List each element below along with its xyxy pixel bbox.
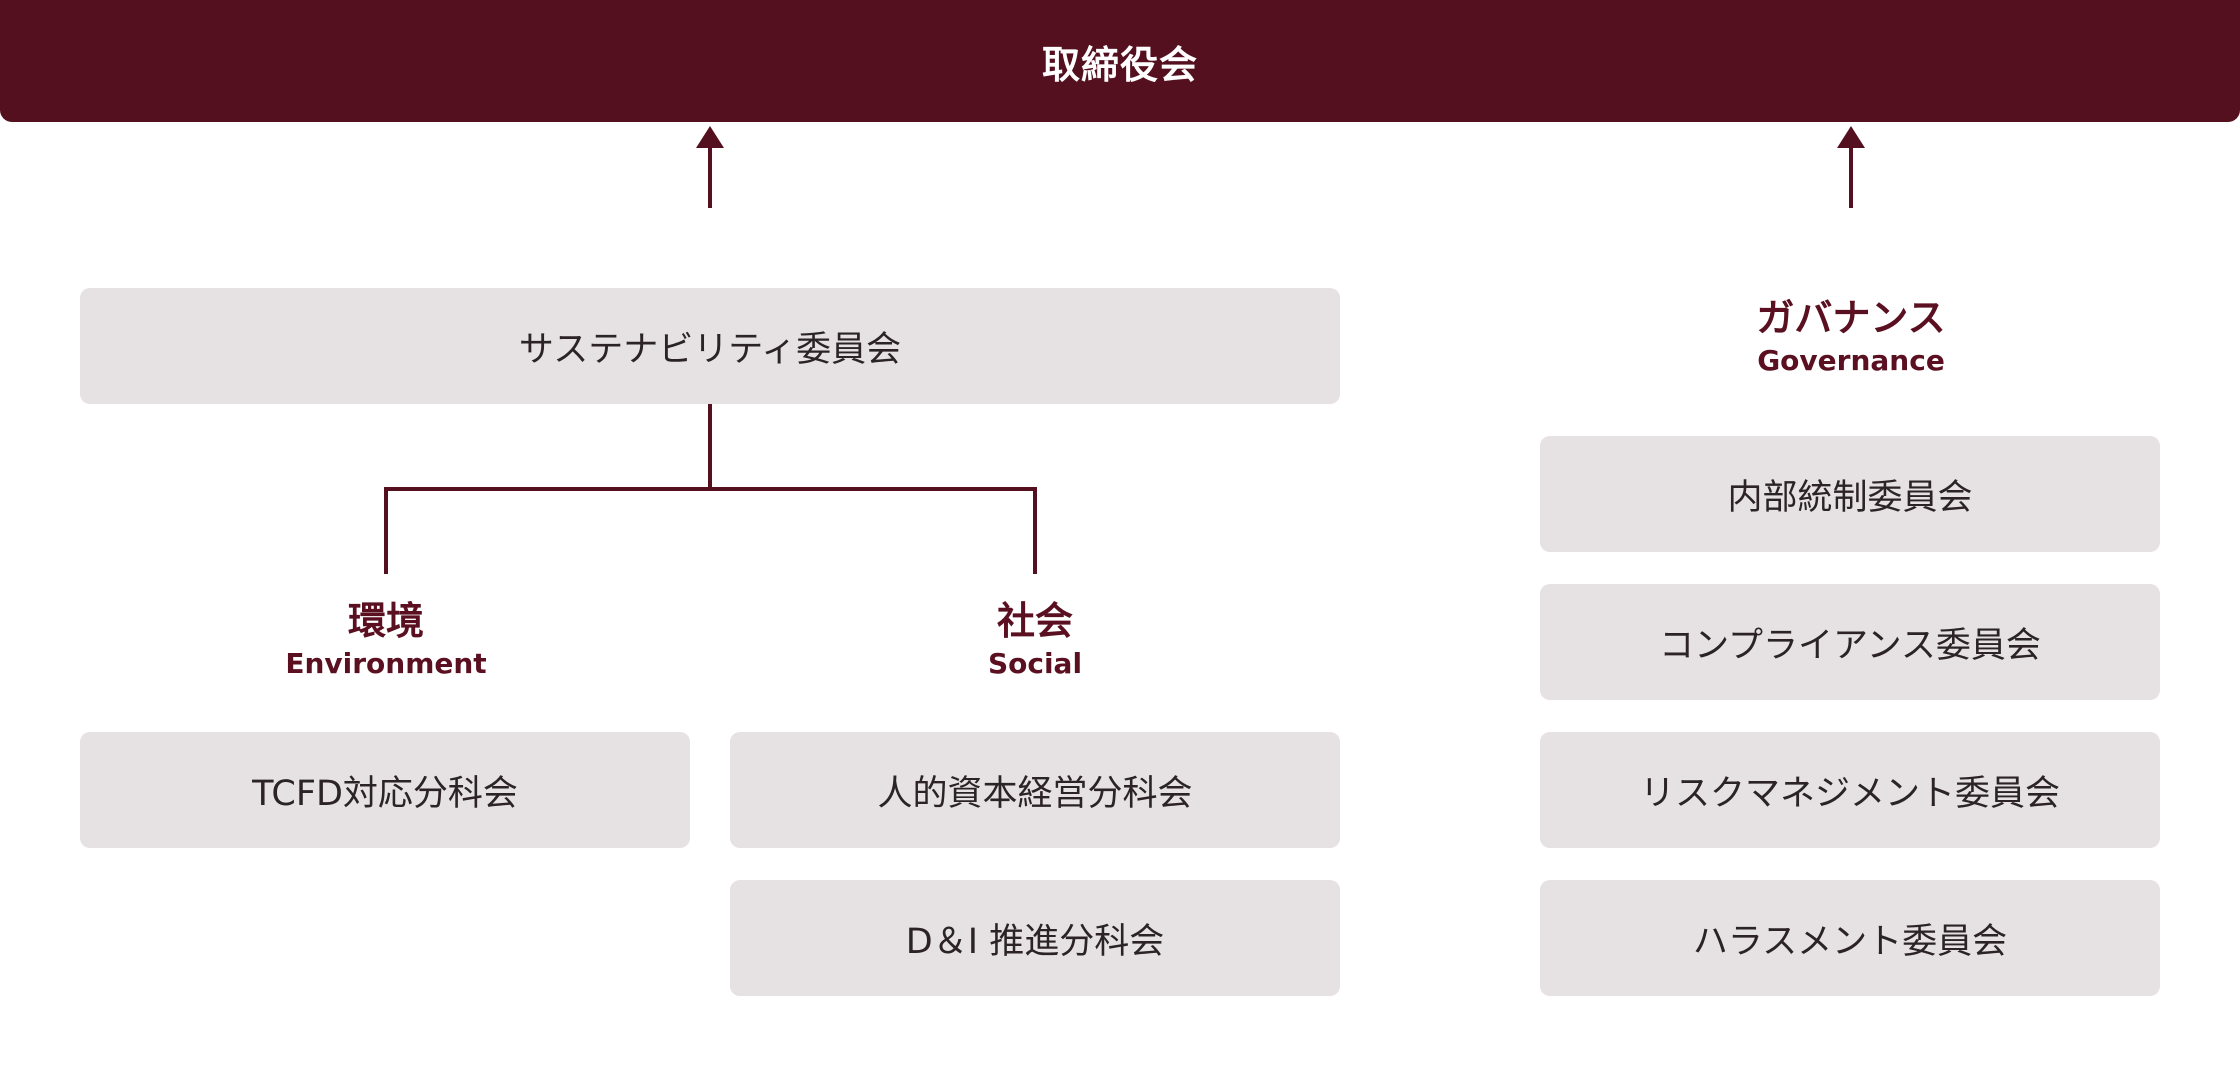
tree-connector-right [710,487,1037,574]
compliance-committee: コンプライアンス委員会 [1540,584,2160,700]
social-heading: 社会 Social [885,597,1185,683]
arrow-right-head [1837,126,1865,148]
human-capital-subcommittee-label: 人的資本経営分科会 [877,773,1193,814]
internal-control-committee: 内部統制委員会 [1540,436,2160,552]
governance-title-jp: ガバナンス [1756,296,1946,340]
governance-heading: ガバナンス Governance [1651,294,2051,380]
harassment-committee-label: ハラスメント委員会 [1692,921,2008,962]
board-label: 取締役会 [1041,42,1198,87]
dei-subcommittee-label: D＆I 推進分科会 [905,921,1165,962]
sustainability-committee: サステナビリティ委員会 [80,288,1340,404]
tree-connector [384,404,712,574]
social-title-en: Social [987,647,1083,680]
dei-subcommittee: D＆I 推進分科会 [730,880,1340,996]
risk-management-committee-label: リスクマネジメント委員会 [1639,773,2060,814]
tcfd-subcommittee-label: TCFD対応分科会 [252,773,518,814]
harassment-committee: ハラスメント委員会 [1540,880,2160,996]
arrow-left-head [696,126,724,148]
compliance-committee-label: コンプライアンス委員会 [1659,625,2041,666]
sustainability-committee-label: サステナビリティ委員会 [518,329,902,370]
social-title-jp: 社会 [996,599,1073,643]
environment-title-en: Environment [285,647,487,680]
internal-control-committee-label: 内部統制委員会 [1727,477,1973,518]
risk-management-committee: リスクマネジメント委員会 [1540,732,2160,848]
board-of-directors: 取締役会 [0,0,2240,122]
governance-title-en: Governance [1757,344,1945,377]
tcfd-subcommittee: TCFD対応分科会 [80,732,690,848]
environment-title-jp: 環境 [347,599,424,643]
environment-heading: 環境 Environment [236,597,536,683]
human-capital-subcommittee: 人的資本経営分科会 [730,732,1340,848]
